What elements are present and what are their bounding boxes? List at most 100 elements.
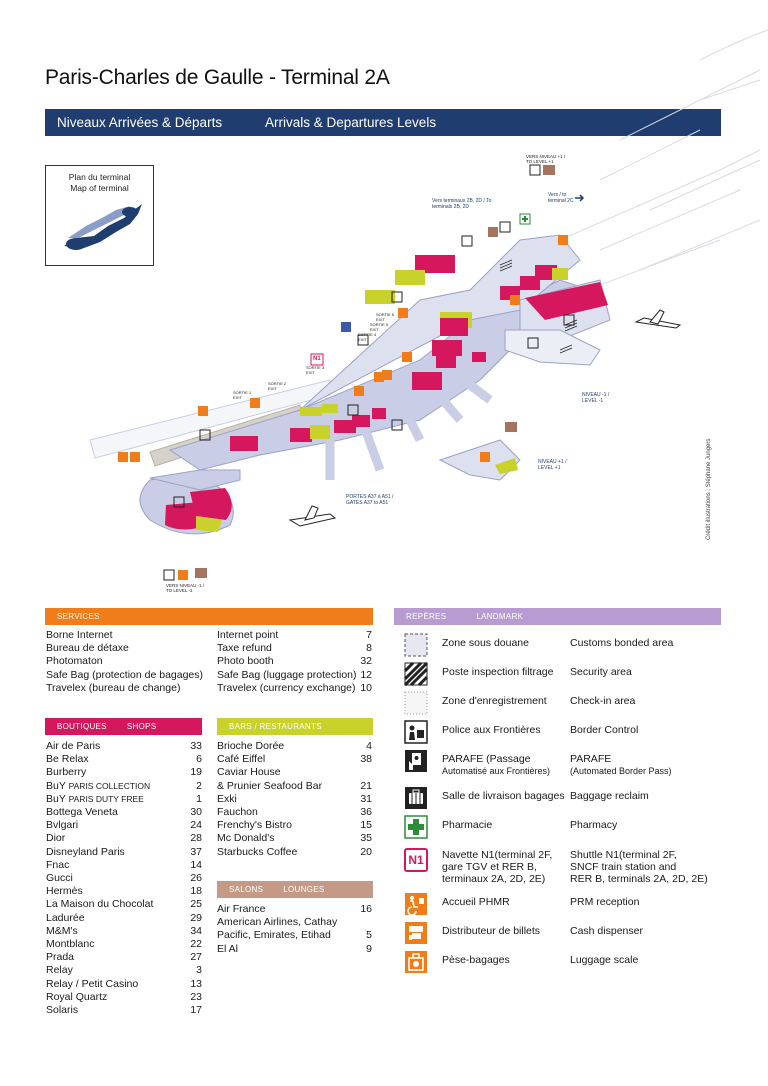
map-label-terminals-2b-2d: Vers terminaux 2B, 2D / To terminals 2B,… xyxy=(432,198,492,210)
dashed-box-icon xyxy=(404,633,428,657)
landmark-fr: Police aux Frontières xyxy=(442,724,541,736)
list-item-name: La Maison du Chocolat xyxy=(46,898,154,911)
list-item: Caviar House xyxy=(217,766,372,779)
shop-blocks xyxy=(230,255,568,451)
shuttle-n1-icon: N1 xyxy=(404,848,428,872)
lounges-header-fr: SALONS xyxy=(229,885,264,894)
list-item-number: 38 xyxy=(360,753,372,766)
service-number: 32 xyxy=(360,655,372,668)
list-item-label: Dior xyxy=(46,832,65,845)
landmark-fr-sub: Automatisé aux Frontières) xyxy=(442,766,551,776)
list-item-name: Caviar House xyxy=(217,766,281,779)
list-item-number: 15 xyxy=(360,819,372,832)
landmark-en-line: SNCF train station and xyxy=(570,861,677,873)
list-item-name: Brioche Dorée xyxy=(217,740,285,752)
list-item-name: American Airlines, Cathay xyxy=(217,916,338,929)
list-item-number: 28 xyxy=(190,832,202,845)
inset-map-title-en: Map of terminal xyxy=(70,183,129,193)
service-row: Travelex (currency exchange)10 xyxy=(217,682,372,695)
list-item-name: Hermès xyxy=(46,885,83,898)
list-item-number: 33 xyxy=(190,740,202,752)
list-item-label: Bvlgari xyxy=(46,819,78,832)
list-item-number: 17 xyxy=(190,1004,202,1017)
landmark-fr-line: PARAFE (Passage xyxy=(442,753,531,765)
list-item-label: Solaris xyxy=(46,1004,78,1017)
landmark-row: Distributeur de billets Cash dispenser xyxy=(404,921,724,947)
list-item-label: Brioche Dorée xyxy=(217,740,284,753)
list-item-name: Solaris xyxy=(46,1004,79,1017)
list-item-label: Relay / Petit Casino xyxy=(46,978,138,991)
landmark-fr: Navette N1(terminal 2F,gare TGV et RER B… xyxy=(442,849,568,885)
prm-reception-icon xyxy=(405,893,427,916)
map-label-exit: SORTIE 6 EXIT xyxy=(376,312,395,322)
map-label-exit: SORTIE 1 EXIT xyxy=(233,390,252,400)
landmark-en: Shuttle N1(terminal 2F,SNCF train statio… xyxy=(570,849,726,885)
list-item-name: BuY xyxy=(46,792,66,805)
list-item-label: La Maison du Chocolat xyxy=(46,898,153,911)
list-item-name: Exki xyxy=(217,792,237,805)
cash-dispenser-icon xyxy=(405,922,427,944)
list-item-number: 3 xyxy=(196,964,202,977)
list-item-label: Ladurée xyxy=(46,912,85,925)
list-item: American Airlines, Cathay xyxy=(217,916,372,929)
list-item-number: 1 xyxy=(196,792,202,805)
list-item-number: 13 xyxy=(190,977,202,990)
shops-header-en: SHOPS xyxy=(126,722,157,731)
landmark-en-sub: (Automated Border Pass) xyxy=(570,766,672,776)
list-item-number: 30 xyxy=(190,806,202,819)
banner-label-fr: Niveaux Arrivées & Départs xyxy=(57,115,223,130)
services-header: SERVICES xyxy=(45,608,373,625)
list-item-number: 14 xyxy=(190,858,202,871)
list-item-label: & Prunier Seafood Bar xyxy=(217,780,322,793)
list-item-name: Air France xyxy=(217,903,266,915)
inset-map-graphic xyxy=(64,204,142,250)
list-item-name: Relay / Petit Casino xyxy=(46,977,139,990)
list-item-label: BuY PARIS DUTY FREE xyxy=(46,793,144,806)
landmark-fr: Accueil PHMR xyxy=(442,896,510,908)
list-item-number: 24 xyxy=(190,819,202,832)
landmark-fr: Pèse-bagages xyxy=(442,954,510,966)
list-item-label: Frenchy's Bistro xyxy=(217,819,292,832)
list-item: Bvlgari 24 xyxy=(46,819,202,832)
baggage-reclaim-icon xyxy=(405,787,427,809)
landmark-fr-line: gare TGV et RER B, xyxy=(442,861,537,873)
list-item-name: Ladurée xyxy=(46,911,85,924)
landmark-en-line: PARAFE xyxy=(570,753,612,765)
list-item-name: Fnac xyxy=(46,858,70,871)
list-item-label: Prada xyxy=(46,951,74,964)
services-list-fr: Borne Internet Bureau de détaxe Photomat… xyxy=(46,629,216,695)
list-item-number: 29 xyxy=(190,911,202,924)
service-item: Travelex (bureau de change) xyxy=(46,681,181,694)
list-item: Prada 27 xyxy=(46,951,202,964)
map-n1-label: N1 xyxy=(313,356,321,362)
map-label-level-plus1: NIVEAU +1 / LEVEL +1 xyxy=(538,459,567,471)
map-label-exit: SORTIE 4 EXIT xyxy=(358,332,377,342)
landmark-row: Police aux Frontières Border Control xyxy=(404,720,724,746)
parafe-icon xyxy=(405,750,427,772)
banner-label-en: Arrivals & Departures Levels xyxy=(265,115,437,130)
service-number: 10 xyxy=(360,681,372,694)
landmark-row: Pèse-bagages Luggage scale xyxy=(404,950,724,976)
list-item-name: Montblanc xyxy=(46,938,95,951)
landmark-fr: Distributeur de billets xyxy=(442,925,541,937)
shop-block xyxy=(230,436,258,451)
map-label-level-minus1: NIVEAU -1 / LEVEL -1 xyxy=(582,392,610,404)
list-item-number: 27 xyxy=(190,951,202,964)
list-item-label: Fnac xyxy=(46,859,69,872)
illustration-credit: Crédit illustrations : Stéphane Jungers xyxy=(706,438,712,540)
list-item-label: El Al xyxy=(217,943,238,956)
escalators xyxy=(499,259,578,354)
landmark-row: Pharmacie Pharmacy xyxy=(404,815,724,841)
list-item-label: Air France xyxy=(217,903,265,916)
list-item-label: American Airlines, Cathay xyxy=(217,916,337,929)
list-item-name: Bvlgari xyxy=(46,819,79,832)
